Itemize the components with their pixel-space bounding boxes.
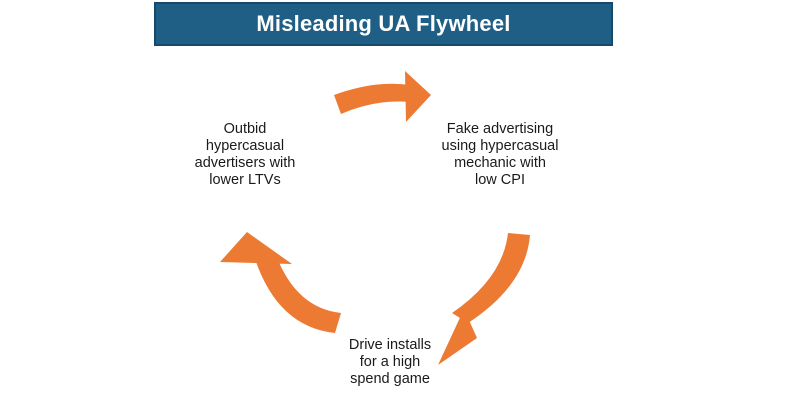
node-fake-advertising: Fake advertising using hypercasual mecha…	[441, 121, 559, 188]
node-outbid: Outbid hypercasual advertisers with lowe…	[194, 121, 296, 188]
diagram-title: Misleading UA Flywheel	[256, 11, 511, 36]
arrow-right	[438, 233, 530, 365]
arrow-left	[220, 232, 341, 333]
title-banner: Misleading UA Flywheel	[154, 2, 613, 46]
arrow-top	[334, 71, 431, 122]
node-drive-installs: Drive installs for a high spend game	[348, 337, 432, 387]
